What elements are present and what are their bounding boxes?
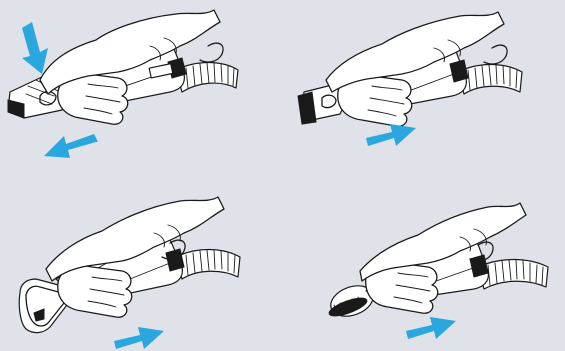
panel-step-4 [282,175,565,351]
arrow-pull-back [44,134,98,158]
panel-step-2 [282,0,565,175]
panel-step-1 [0,0,282,175]
upper-hand [39,9,224,95]
lower-hand [57,265,133,318]
upper-hand [325,11,508,93]
arrow-push-forward [114,327,164,349]
arrow-push-down [22,22,48,74]
lower-hand [57,72,129,125]
upper-hand [45,196,225,282]
arrow-push-forward [366,124,416,146]
hose [477,258,549,290]
hose [175,248,241,280]
hose [457,63,523,95]
arrow-push-forward [406,317,456,339]
hose [175,61,239,93]
panel-step-3 [0,175,282,351]
upper-hand [359,202,527,282]
